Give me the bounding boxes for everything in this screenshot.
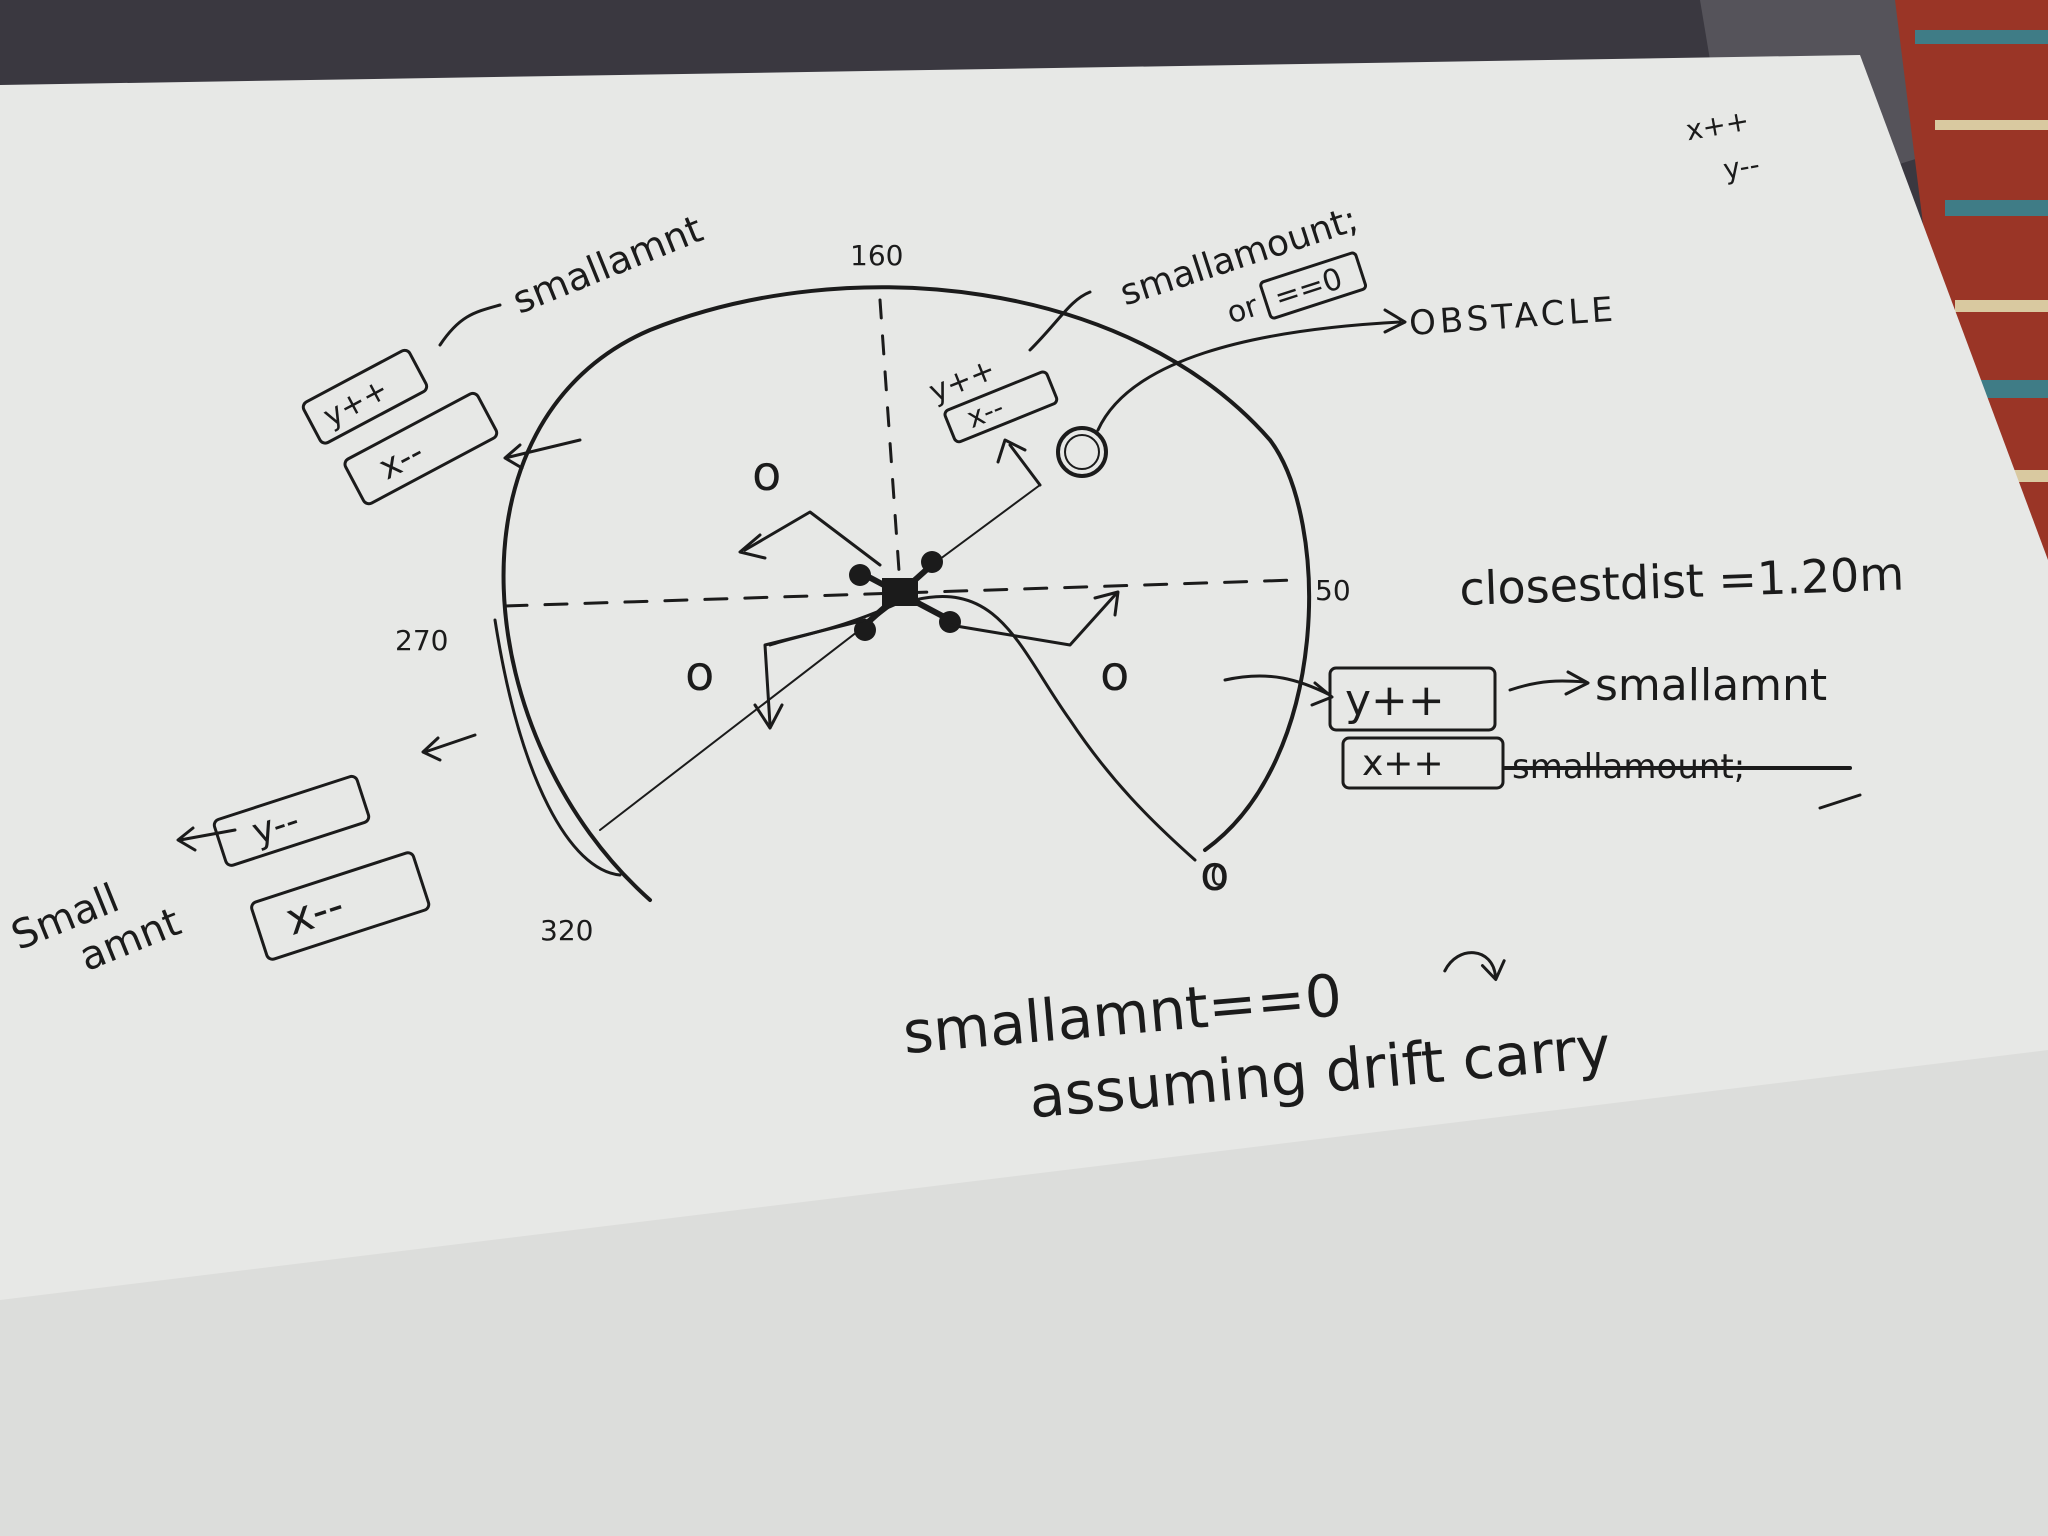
note-center-pointer bbox=[1028, 290, 1092, 352]
note-left-arrow-to-label bbox=[176, 826, 237, 852]
obstacle-marker: o bbox=[1100, 646, 1129, 702]
scale-label-right: 50 bbox=[1315, 574, 1351, 607]
note-right-box-y bbox=[1328, 666, 1497, 732]
drone-icon bbox=[849, 551, 961, 641]
radar-boundary-arc bbox=[501, 285, 1311, 902]
note-right-box-y-label: y++ bbox=[1345, 675, 1445, 726]
scale-label-top: 160 bbox=[850, 239, 903, 272]
note-bottom-curl-arrow bbox=[1443, 951, 1506, 982]
vertical-axis bbox=[878, 298, 902, 587]
note-center-zero-box bbox=[1259, 251, 1368, 320]
note-top-left-arrow bbox=[503, 438, 582, 470]
note-box-x bbox=[343, 391, 499, 506]
obstacle-circle-main bbox=[1056, 426, 1108, 478]
obstacle-marker: o bbox=[752, 446, 781, 502]
note-right-pointer bbox=[1223, 674, 1334, 707]
obstacle-marker: o bbox=[1200, 846, 1229, 902]
radar-inner-arc bbox=[493, 618, 622, 877]
vector-upper-right-arrowhead bbox=[996, 438, 1027, 464]
note-right-box-x-label: x++ bbox=[1362, 743, 1444, 784]
vector-lower-right bbox=[948, 593, 1117, 647]
obstacle-markers: o o o o bbox=[685, 446, 1229, 902]
scale-label-left: 270 bbox=[395, 624, 448, 657]
note-left-arrow-to-arc bbox=[421, 733, 477, 762]
note-corner-y: y-- bbox=[1721, 148, 1762, 187]
note-right-box-x bbox=[1341, 736, 1505, 790]
note-center-box-x bbox=[943, 370, 1059, 444]
radar-sketch bbox=[493, 285, 1407, 902]
note-top-left-pointer bbox=[438, 303, 502, 347]
vector-lower-right-arrowhead bbox=[1093, 590, 1120, 617]
note-left-box-x bbox=[250, 851, 431, 961]
note-right: y++ x++ smallamnt smallamount; bbox=[1223, 660, 1862, 810]
note-box-y bbox=[301, 348, 429, 445]
obstacle-marker: o bbox=[685, 646, 714, 702]
scale-label-bottom-left: 320 bbox=[540, 914, 593, 947]
vector-lower-left bbox=[763, 618, 867, 727]
note-right-underline bbox=[1818, 793, 1862, 810]
wave-curve bbox=[913, 595, 1197, 862]
horizontal-axis bbox=[503, 578, 1297, 608]
vector-upper-right bbox=[1008, 443, 1042, 487]
scale-labels: 160 50 270 320 0 bbox=[395, 239, 1351, 947]
vector-lower-left-arrowhead bbox=[753, 703, 784, 730]
note-right-label: smallamnt bbox=[1595, 660, 1827, 711]
obstacle-pointer-arrowhead bbox=[1383, 308, 1407, 334]
obstacle-pointer bbox=[1096, 320, 1402, 432]
paper-shadow bbox=[0, 1050, 2048, 1536]
diagonal-line-lower bbox=[599, 594, 906, 831]
note-left-box-y bbox=[212, 774, 371, 867]
vector-upper-left-arrowhead bbox=[738, 533, 767, 560]
vector-upper-left bbox=[743, 510, 882, 567]
note-right-arrow bbox=[1508, 670, 1590, 696]
scale-label-bottom-right: 0 bbox=[1210, 859, 1228, 892]
